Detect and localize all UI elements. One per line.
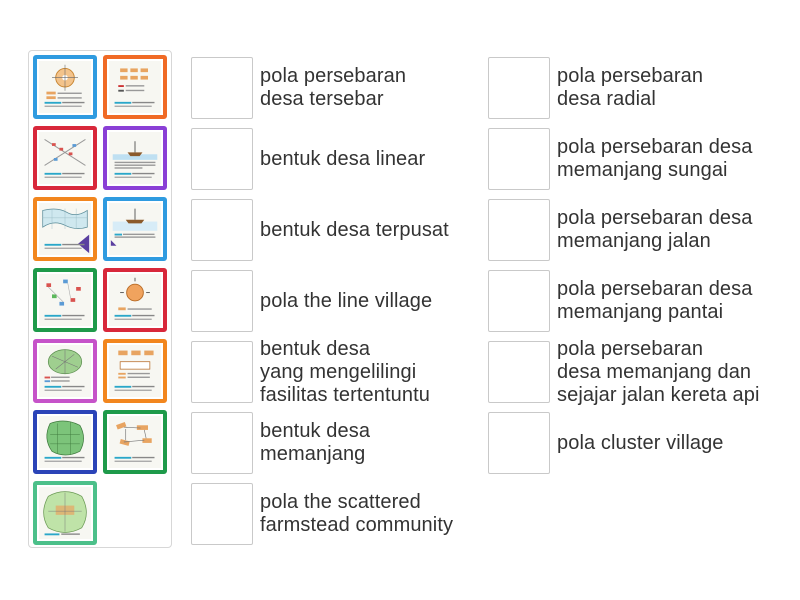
right-drop-slot[interactable] bbox=[488, 341, 550, 403]
draggable-image-tile[interactable] bbox=[33, 126, 97, 190]
left-drop-slot[interactable] bbox=[191, 412, 253, 474]
right-drop-slot[interactable] bbox=[488, 270, 550, 332]
right-match-label: pola persebaran desa memanjang jalan bbox=[557, 207, 753, 252]
draggable-image-tile[interactable] bbox=[33, 268, 97, 332]
boat-dock-icon bbox=[109, 203, 161, 255]
network-diagram-icon bbox=[109, 416, 161, 468]
right-drop-slot[interactable] bbox=[488, 199, 550, 261]
draggable-image-tile[interactable] bbox=[33, 197, 97, 261]
cluster-map-icon bbox=[39, 345, 91, 397]
left-match-label: pola the scattered farmstead community bbox=[260, 491, 454, 536]
round-map-icon bbox=[39, 487, 91, 539]
left-match-label: pola persebaran desa tersebar bbox=[260, 65, 407, 110]
draggable-image-tile[interactable] bbox=[33, 481, 97, 545]
green-map-icon bbox=[39, 416, 91, 468]
draggable-image-tile[interactable] bbox=[33, 339, 97, 403]
draggable-image-tile[interactable] bbox=[33, 410, 97, 474]
left-drop-slot[interactable] bbox=[191, 270, 253, 332]
right-drop-slot[interactable] bbox=[488, 412, 550, 474]
right-match-label: pola persebaran desa memanjang sungai bbox=[557, 136, 753, 181]
draggable-image-tile[interactable] bbox=[103, 410, 167, 474]
left-match-label: bentuk desa memanjang bbox=[260, 420, 371, 465]
left-drop-slot[interactable] bbox=[191, 199, 253, 261]
right-match-label: pola persebaran desa memanjang dan sejaj… bbox=[557, 337, 760, 406]
left-match-label: pola the line village bbox=[260, 289, 433, 312]
left-drop-slot[interactable] bbox=[191, 57, 253, 119]
left-match-label: bentuk desa terpusat bbox=[260, 218, 449, 241]
left-drop-slot[interactable] bbox=[191, 341, 253, 403]
draggable-image-tile[interactable] bbox=[103, 126, 167, 190]
linear-houses-icon bbox=[39, 132, 91, 184]
draggable-image-tile[interactable] bbox=[103, 339, 167, 403]
right-drop-slot[interactable] bbox=[488, 128, 550, 190]
left-drop-slot[interactable] bbox=[191, 128, 253, 190]
draggable-image-tile[interactable] bbox=[33, 55, 97, 119]
radial-diagram-icon bbox=[39, 61, 91, 113]
draggable-image-tile[interactable] bbox=[103, 268, 167, 332]
boat-river-icon bbox=[109, 132, 161, 184]
right-match-label: pola persebaran desa radial bbox=[557, 65, 704, 110]
coastline-map-icon bbox=[39, 203, 91, 255]
circle-center-icon bbox=[109, 274, 161, 326]
right-match-label: pola cluster village bbox=[557, 431, 724, 454]
left-drop-slot[interactable] bbox=[191, 483, 253, 545]
draggable-image-tile[interactable] bbox=[103, 197, 167, 261]
right-drop-slot[interactable] bbox=[488, 57, 550, 119]
left-match-label: bentuk desa linear bbox=[260, 147, 426, 170]
scattered-houses-icon bbox=[39, 274, 91, 326]
right-match-label: pola persebaran desa memanjang pantai bbox=[557, 278, 753, 323]
grid-blocks-icon bbox=[109, 61, 161, 113]
draggable-image-tile[interactable] bbox=[103, 55, 167, 119]
rectangles-diagram-icon bbox=[109, 345, 161, 397]
left-match-label: bentuk desa yang mengelilingi fasilitas … bbox=[260, 337, 430, 406]
